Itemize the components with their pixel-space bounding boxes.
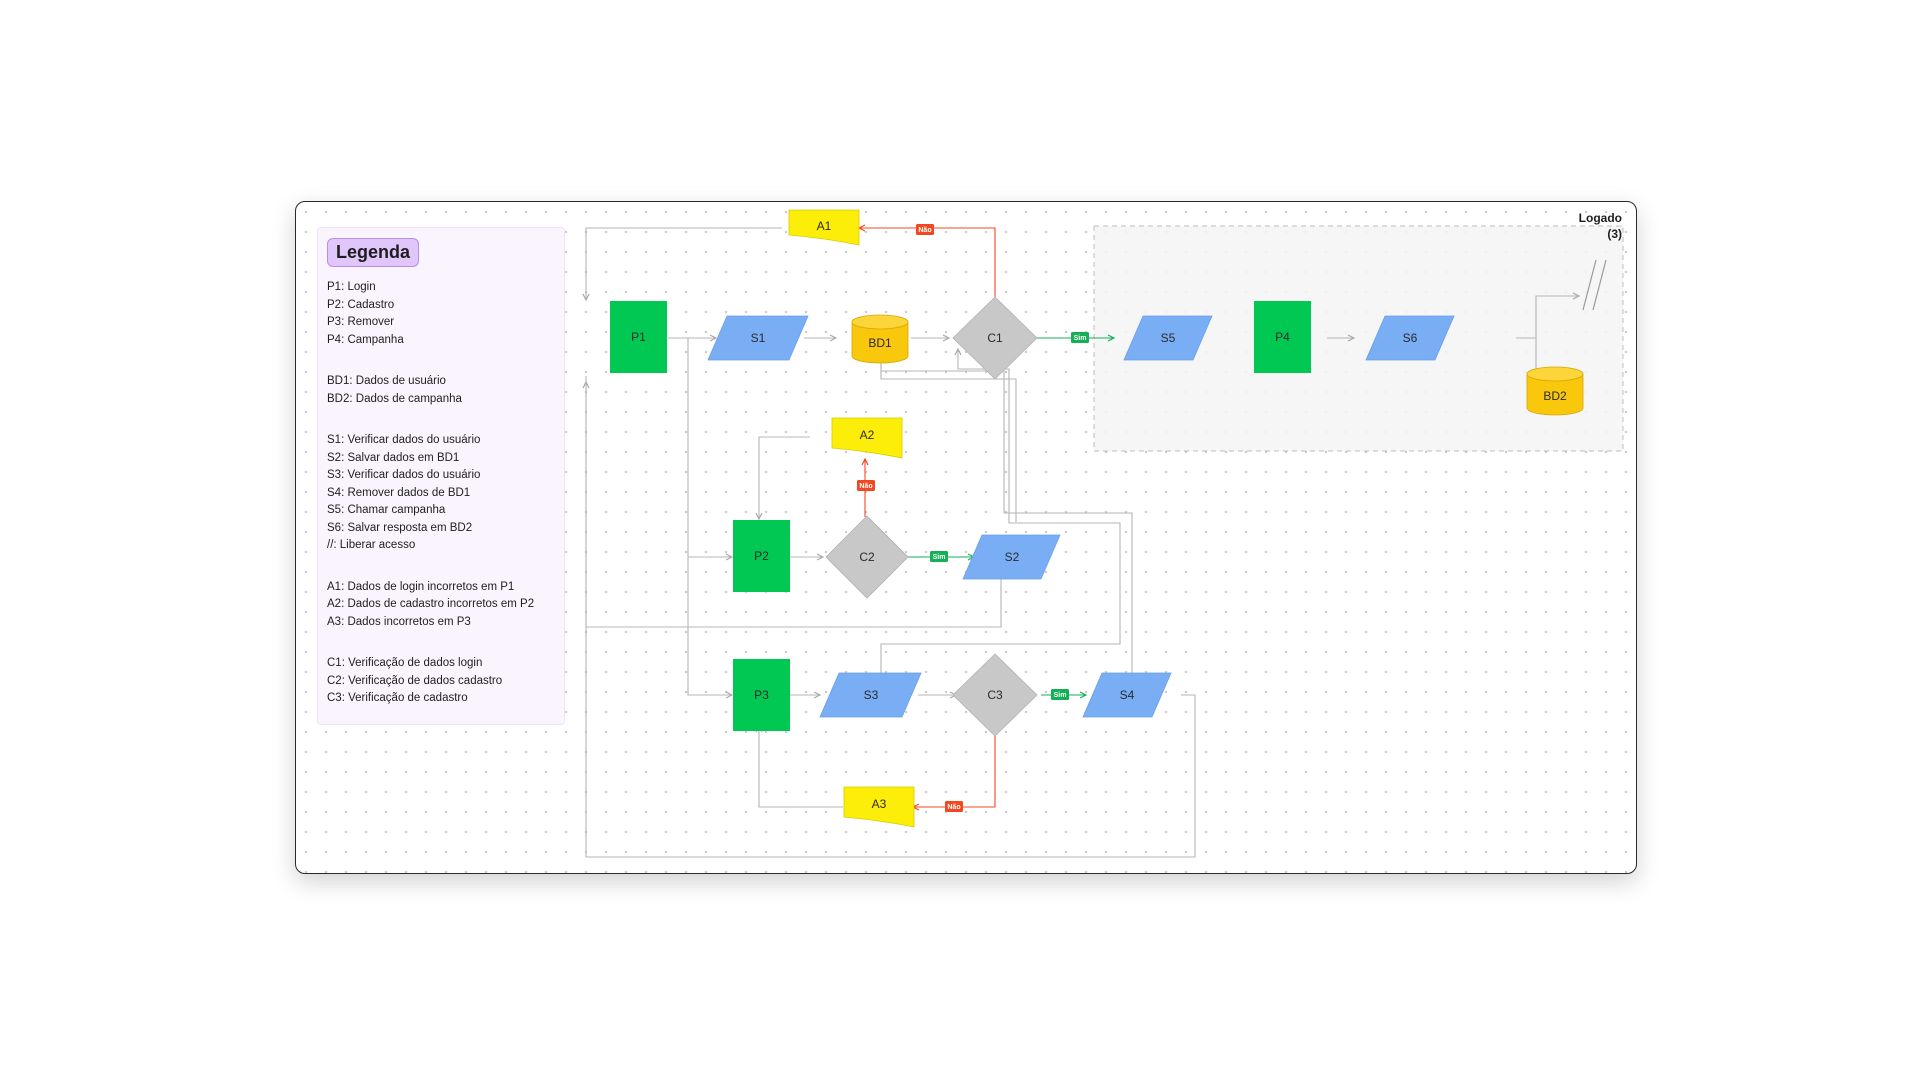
connector-s4-p1 [586, 382, 1196, 858]
svg-text:A3: A3 [872, 797, 887, 811]
svg-text:S5: S5 [1161, 331, 1176, 345]
connector-a2-p2 [759, 436, 810, 519]
node-p2[interactable]: P2 [733, 520, 790, 592]
legend-item: BD1: Dados de usuário [327, 375, 446, 387]
legend-item: A2: Dados de cadastro incorretos em P2 [327, 598, 535, 610]
node-c3[interactable]: C3 [952, 653, 1038, 737]
legend-item: P1: Login [327, 281, 376, 293]
legend-item: C2: Verificação de dados cadastro [327, 674, 503, 687]
node-bd1[interactable]: BD1 [851, 314, 909, 364]
connector-c1-a1 [859, 228, 996, 298]
svg-text:S4: S4 [1120, 688, 1135, 702]
connector-s3-bd1 [880, 349, 1121, 677]
svg-text:BD2: BD2 [1543, 389, 1567, 403]
badge-nao-c3: Não [945, 801, 963, 812]
node-p1[interactable]: P1 [610, 301, 667, 373]
node-s1[interactable]: S1 [707, 315, 809, 361]
node-a3[interactable]: A3 [843, 786, 915, 828]
legend-group-processes: P1: Login P2: Cadastro P3: Remover P4: C… [327, 279, 555, 349]
connector-bd1-s2 [880, 362, 1017, 522]
node-p3[interactable]: P3 [733, 659, 790, 731]
node-s3[interactable]: S3 [819, 672, 922, 718]
connectors [585, 227, 1579, 858]
svg-text:A1: A1 [817, 219, 832, 233]
legend-item: A1: Dados de login incorretos em P1 [327, 580, 515, 593]
flowchart-board: Legenda P1: Login P2: Cadastro P3: Remov… [295, 201, 1637, 874]
node-bd2[interactable]: BD2 [1526, 366, 1584, 416]
node-s5[interactable]: S5 [1123, 315, 1213, 361]
legend-item: C1: Verificação de dados login [327, 657, 483, 669]
node-s4[interactable]: S4 [1082, 672, 1172, 718]
legend-item: A3: Dados incorretos em P3 [327, 615, 471, 628]
svg-text:A2: A2 [860, 428, 875, 442]
legend-item: S5: Chamar campanha [327, 504, 446, 516]
legend-item: P3: Remover [327, 316, 395, 328]
legend-item: //: Liberar acesso [327, 539, 416, 551]
node-a2[interactable]: A2 [831, 417, 903, 459]
node-p4[interactable]: P4 [1254, 301, 1311, 373]
svg-text:BD1: BD1 [868, 336, 892, 350]
legend-item: S6: Salvar resposta em BD2 [327, 521, 473, 534]
legend-item: S4: Remover dados de BD1 [327, 486, 471, 499]
svg-text:Não: Não [947, 804, 960, 811]
frame-title: Logado [1578, 211, 1622, 225]
node-s2[interactable]: S2 [962, 534, 1061, 580]
connector-s6-access [1516, 296, 1579, 339]
svg-text:S2: S2 [1005, 550, 1020, 564]
svg-text:C2: C2 [859, 550, 875, 564]
legend-panel: Legenda P1: Login P2: Cadastro P3: Remov… [317, 227, 565, 725]
legend-group-alerts: A1: Dados de login incorretos em P1 A2: … [327, 579, 555, 632]
legend-group-subprocesses: S1: Verificar dados do usuário S2: Salva… [327, 432, 555, 555]
legend-item: BD2: Dados de campanha [327, 392, 462, 405]
legend-item: P2: Cadastro [327, 298, 395, 311]
svg-text:C1: C1 [987, 331, 1003, 345]
yes-connectors [908, 338, 1114, 695]
svg-text:P4: P4 [1275, 330, 1290, 344]
legend-group-databases: BD1: Dados de usuário BD2: Dados de camp… [327, 373, 555, 408]
connector-p1-p3 [687, 338, 732, 695]
diagram-canvas: P1 P2 P3 P4 S1 S2 S3 S4 [296, 209, 1624, 858]
connector-a1-p1 [586, 227, 782, 300]
legend-item: P4: Campanha [327, 333, 404, 346]
svg-text:P2: P2 [754, 549, 769, 563]
badge-nao-c2: Não [857, 480, 875, 491]
connector-a3-p3 [759, 726, 843, 808]
svg-text:P1: P1 [631, 330, 646, 344]
node-c2[interactable]: C2 [825, 515, 909, 599]
legend-title: Legenda [327, 238, 420, 267]
svg-text:Sim: Sim [1054, 692, 1067, 699]
frame-count: (3) [1607, 227, 1622, 241]
badge-sim-c2: Sim [930, 551, 948, 562]
legend-item: C3: Verificação de cadastro [327, 692, 468, 704]
connector-c3-a3 [913, 735, 996, 807]
svg-text:Não: Não [918, 227, 931, 234]
badge-sim-c1: Sim [1071, 332, 1089, 343]
svg-text:S1: S1 [751, 331, 766, 345]
node-c1[interactable]: C1 [952, 296, 1038, 380]
legend-item: S1: Verificar dados do usuário [327, 434, 481, 446]
svg-text:Não: Não [859, 483, 872, 490]
badge-nao-c1: Não [916, 224, 934, 235]
legend-item: S2: Salvar dados em BD1 [327, 451, 460, 464]
svg-text:Sim: Sim [933, 554, 946, 561]
node-access[interactable] [1582, 259, 1607, 311]
svg-text:S3: S3 [864, 688, 879, 702]
legend-group-decisions: C1: Verificação de dados login C2: Verif… [327, 655, 555, 708]
svg-text:Sim: Sim [1074, 335, 1087, 342]
svg-text:P3: P3 [754, 688, 769, 702]
node-s6[interactable]: S6 [1365, 315, 1455, 361]
logado-frame-label: Logado (3) [1579, 210, 1622, 242]
badge-sim-c3: Sim [1051, 689, 1069, 700]
legend-item: S3: Verificar dados do usuário [327, 469, 481, 481]
connector-s2-p1 [585, 376, 1002, 628]
svg-text:C3: C3 [987, 688, 1003, 702]
svg-text:S6: S6 [1403, 331, 1418, 345]
node-a1[interactable]: A1 [788, 209, 860, 246]
